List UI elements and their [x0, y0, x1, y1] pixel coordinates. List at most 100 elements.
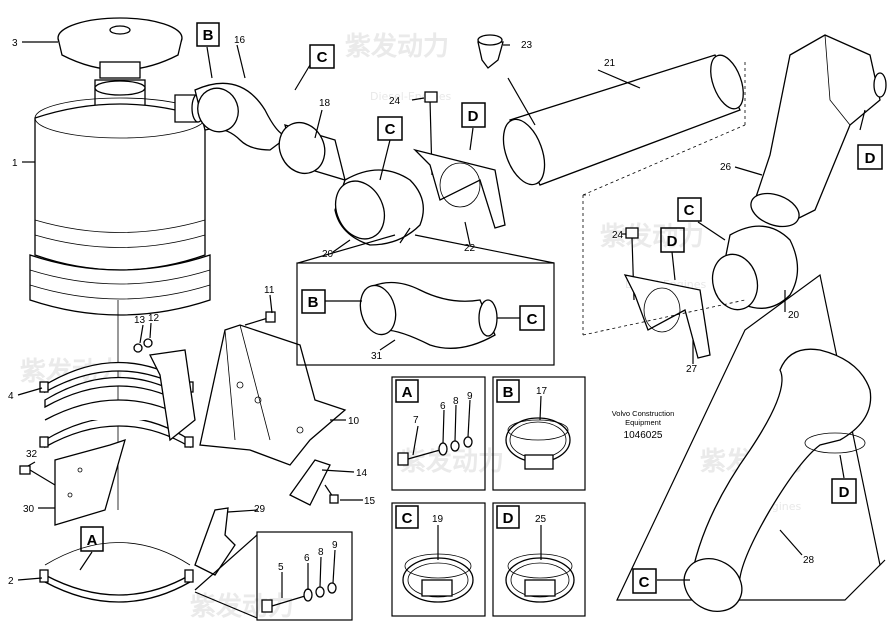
part-number-1: 1	[12, 158, 18, 169]
bolt-assembly-a	[397, 436, 473, 466]
reference-note: Volvo Construction Equipment 1046025	[612, 409, 675, 441]
part-number-3: 4	[8, 391, 14, 402]
part-number-12: 12	[148, 313, 160, 324]
bracket-10	[199, 324, 347, 466]
svg-text:C: C	[527, 311, 538, 328]
part-number-32: 28	[803, 555, 815, 566]
box-letter-labels: B C C D D C D B	[80, 22, 883, 594]
part-number-6-bottom: 6	[304, 553, 310, 564]
hose-32	[683, 348, 872, 612]
ring-18	[278, 122, 346, 181]
box-letter-d-right2: D	[660, 227, 685, 253]
svg-text:B: B	[308, 294, 319, 311]
part-number-9-bottom: 9	[332, 540, 338, 551]
svg-text:D: D	[839, 484, 850, 501]
part-number-4: 2	[8, 576, 14, 587]
part-number-23: 22	[464, 243, 476, 254]
intake-27	[750, 34, 887, 228]
bolt-11	[244, 311, 276, 326]
bolt-30	[19, 465, 56, 486]
svg-text:C: C	[317, 49, 328, 66]
svg-text:D: D	[865, 150, 876, 167]
box-letter-c-top: C	[309, 44, 335, 69]
part-number-10: 10	[348, 416, 360, 427]
svg-text:C: C	[385, 121, 396, 138]
part-number-13: 13	[134, 315, 146, 326]
plate-29	[54, 438, 126, 526]
part-number-28: 29	[254, 504, 266, 515]
note-equipment: Equipment	[625, 418, 662, 427]
part-number-27: 26	[720, 162, 732, 173]
part-number-30: 32	[26, 449, 38, 460]
detail-box-c	[391, 502, 486, 617]
part-number-labels: 3 1 4 2 30 32 13 12 11 16 18 10 14 15 29…	[8, 35, 815, 587]
hose-31	[359, 281, 498, 349]
svg-text:C: C	[684, 202, 695, 219]
part-22	[477, 34, 504, 69]
part-number-26-right: 24	[612, 230, 624, 241]
part-number-22: 23	[521, 40, 533, 51]
part-number-31: 31	[371, 351, 383, 362]
svg-text:B: B	[503, 384, 514, 401]
part-number-20-right: 20	[788, 310, 800, 321]
clamp-bands	[39, 349, 196, 603]
watermark-brand: 紫发动力	[345, 31, 449, 62]
watermark-brand: 紫发动力	[400, 446, 504, 477]
box-letter-b-top: B	[196, 22, 220, 47]
part-number-21: 21	[604, 58, 616, 69]
detail-box-d	[492, 502, 586, 617]
hose-20-right	[711, 225, 799, 311]
hose-16	[194, 82, 291, 151]
svg-text:C: C	[639, 574, 650, 591]
svg-text:D: D	[468, 108, 479, 125]
part-number-6: 6	[440, 401, 446, 412]
part-number-16: 16	[234, 35, 246, 46]
svg-text:A: A	[402, 384, 413, 401]
zoom-frame-32	[616, 273, 886, 601]
detail-c-letter: C	[395, 505, 419, 529]
detail-b-letter: B	[496, 379, 520, 403]
watermark-brand: 紫发动力	[190, 591, 294, 622]
svg-text:D: D	[667, 233, 678, 250]
part-number-24: 27	[686, 364, 698, 375]
detail-a-letter: A	[395, 379, 419, 403]
box-letter-b-inset: B	[301, 289, 326, 314]
part-number-8-bottom: 8	[318, 547, 324, 558]
part-number-25: 25	[535, 514, 547, 525]
clamp-19	[402, 553, 474, 603]
air-filter-assembly	[29, 17, 211, 510]
watermark-brand: 紫发动力	[600, 221, 704, 252]
part-number-14: 14	[356, 468, 368, 479]
part-number-29: 30	[23, 504, 35, 515]
box-letter-c-hose32: C	[632, 568, 657, 594]
watermark-sub: Diesel-Engines	[370, 90, 452, 103]
bracket-14	[289, 459, 331, 506]
part-28	[194, 507, 236, 576]
hose-20-top	[334, 169, 424, 246]
part-number-18: 18	[319, 98, 331, 109]
leader-lines	[17, 41, 866, 598]
box-letter-c-mid: C	[377, 116, 403, 141]
detail-d-letter: D	[496, 505, 520, 529]
part-number-8: 8	[453, 396, 459, 407]
box-letter-c-right: C	[677, 197, 702, 222]
svg-text:C: C	[402, 510, 413, 527]
detail-box-b	[492, 376, 586, 491]
part-number-19: 19	[432, 514, 444, 525]
detail-box-bottom	[256, 531, 353, 621]
part-number-11: 11	[264, 285, 275, 296]
part-number-9: 9	[467, 391, 473, 402]
part-number-5: 5	[278, 562, 284, 573]
svg-text:A: A	[87, 532, 98, 549]
note-reference-number: 1046025	[624, 430, 663, 441]
part-number-26: 24	[389, 96, 401, 107]
clamp-17	[505, 417, 571, 470]
svg-text:D: D	[503, 510, 514, 527]
box-letter-d-hose32: D	[831, 478, 857, 504]
part-number-17: 17	[536, 386, 548, 397]
box-letter-d-mid: D	[461, 102, 486, 128]
box-letter-d-right: D	[857, 144, 883, 170]
box-letter-a-bottom: A	[80, 526, 104, 552]
detail-box-a	[391, 376, 486, 491]
